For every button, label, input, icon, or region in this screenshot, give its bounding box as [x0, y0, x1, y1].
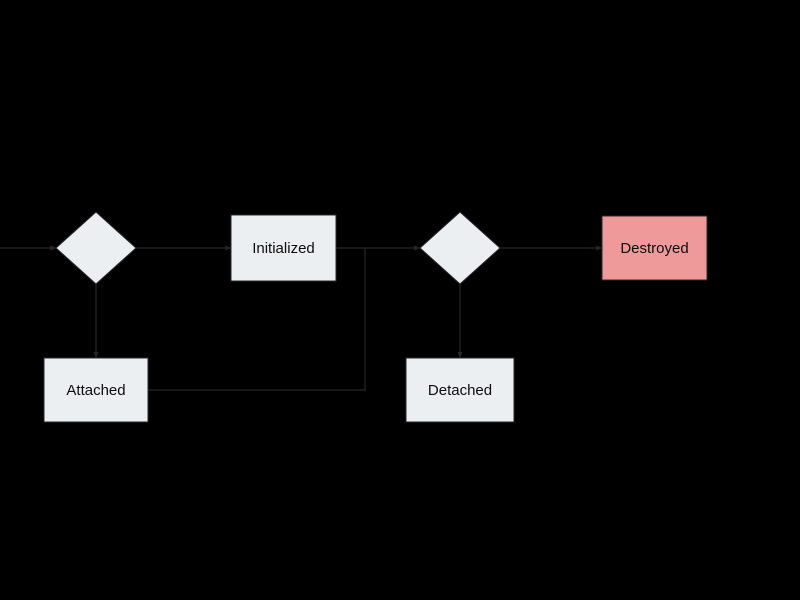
- node-detached[interactable]: Detached: [405, 357, 515, 423]
- edge-attached-to-initialized[interactable]: [148, 248, 366, 391]
- state-box[interactable]: [601, 215, 708, 281]
- node-initialized[interactable]: Initialized: [230, 214, 337, 282]
- node-decision-2[interactable]: [419, 211, 501, 285]
- state-box[interactable]: [43, 357, 149, 423]
- node-destroyed[interactable]: Destroyed: [601, 215, 708, 281]
- state-box[interactable]: [230, 214, 337, 282]
- edges-layer: [0, 245, 603, 391]
- state-box[interactable]: [405, 357, 515, 423]
- node-decision-1[interactable]: [55, 211, 137, 285]
- decision-diamond[interactable]: [55, 211, 137, 285]
- decision-diamond[interactable]: [419, 211, 501, 285]
- node-attached[interactable]: Attached: [43, 357, 149, 423]
